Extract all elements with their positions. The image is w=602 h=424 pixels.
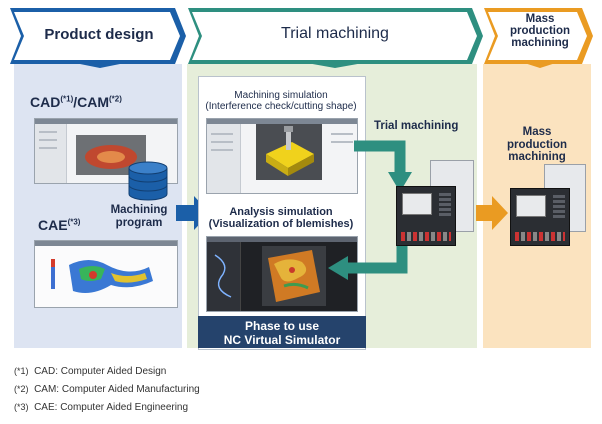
machining-simulation-title: Machining simulation (Interference check… bbox=[198, 90, 364, 112]
program-line2: program bbox=[115, 216, 163, 229]
stage-mass-production: Mass production machining bbox=[498, 13, 582, 49]
mass-line2: production bbox=[506, 138, 568, 151]
stage-trial-machining: Trial machining bbox=[281, 25, 389, 42]
mass-production-label: Mass production machining bbox=[492, 126, 582, 164]
analysis-sim-line2: (Visualization of blemishes) bbox=[208, 218, 354, 231]
footnote-2-text: CAM: Computer Aided Manufacturing bbox=[34, 384, 200, 395]
trial-machining-label: Trial machining bbox=[374, 120, 459, 132]
mass-line1: Mass bbox=[522, 126, 552, 138]
analysis-sim-zoom bbox=[262, 246, 326, 306]
sim-to-machine-arrow bbox=[354, 140, 412, 192]
stage-mass-line1: Mass bbox=[525, 13, 555, 25]
stage-product-design: Product design bbox=[44, 26, 154, 43]
process-header bbox=[10, 8, 593, 68]
cad-cam-label: CAD(*1)/CAM(*2) bbox=[30, 94, 122, 110]
cae-screenshot bbox=[34, 240, 178, 308]
footnote-3-mark: (*3) bbox=[14, 402, 29, 412]
footnote-2: (*2) CAM: Computer Aided Manufacturing bbox=[14, 384, 200, 395]
analysis-simulation-title: Analysis simulation (Visualization of bl… bbox=[198, 206, 364, 230]
footnote-3-text: CAE: Computer Aided Engineering bbox=[34, 402, 189, 413]
footnote-1-mark: (*1) bbox=[14, 366, 29, 376]
footnote-2-mark: (*2) bbox=[14, 384, 29, 394]
stage-mass-line3: machining bbox=[511, 37, 569, 50]
footnote-3: (*3) CAE: Computer Aided Engineering bbox=[14, 402, 188, 413]
database-icon bbox=[128, 161, 168, 201]
phase-line1: Phase to use bbox=[244, 319, 320, 333]
stage-mass-line2: production bbox=[509, 25, 571, 38]
mass-nc-controller bbox=[510, 188, 570, 246]
machining-sim-zoom bbox=[256, 124, 322, 180]
machining-program-label: Machining program bbox=[106, 204, 172, 229]
machining-sim-line2: (Interference check/cutting shape) bbox=[205, 101, 357, 112]
cae-label: CAE(*3) bbox=[38, 217, 81, 233]
footnote-1-text: CAD: Computer Aided Design bbox=[34, 366, 167, 377]
phase-line2: NC Virtual Simulator bbox=[223, 333, 341, 348]
trial-to-mass-arrow bbox=[476, 196, 508, 230]
footnote-1: (*1) CAD: Computer Aided Design bbox=[14, 366, 166, 377]
machine-to-sim-arrow bbox=[328, 238, 408, 280]
trial-nc-controller bbox=[396, 186, 456, 246]
analysis-sim-line1: Analysis simulation bbox=[229, 206, 333, 218]
program-line1: Machining bbox=[110, 204, 168, 216]
machining-sim-line1: Machining simulation bbox=[234, 90, 328, 101]
mass-line3: machining bbox=[508, 151, 566, 164]
phase-banner: Phase to use NC Virtual Simulator bbox=[198, 316, 366, 348]
